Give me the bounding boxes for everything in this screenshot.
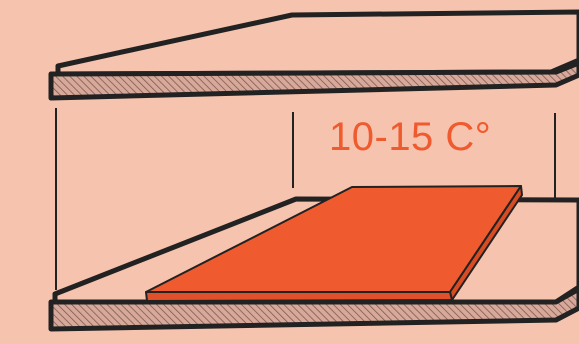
stored-item-front [145,291,453,302]
top-shelf-front-edge [48,60,579,101]
stored-item [145,185,523,302]
top-shelf-surface [55,9,579,77]
bottom-shelf-front-edge [48,286,579,332]
top-shelf [48,9,579,101]
temperature-label: 10-15 C° [329,115,491,159]
